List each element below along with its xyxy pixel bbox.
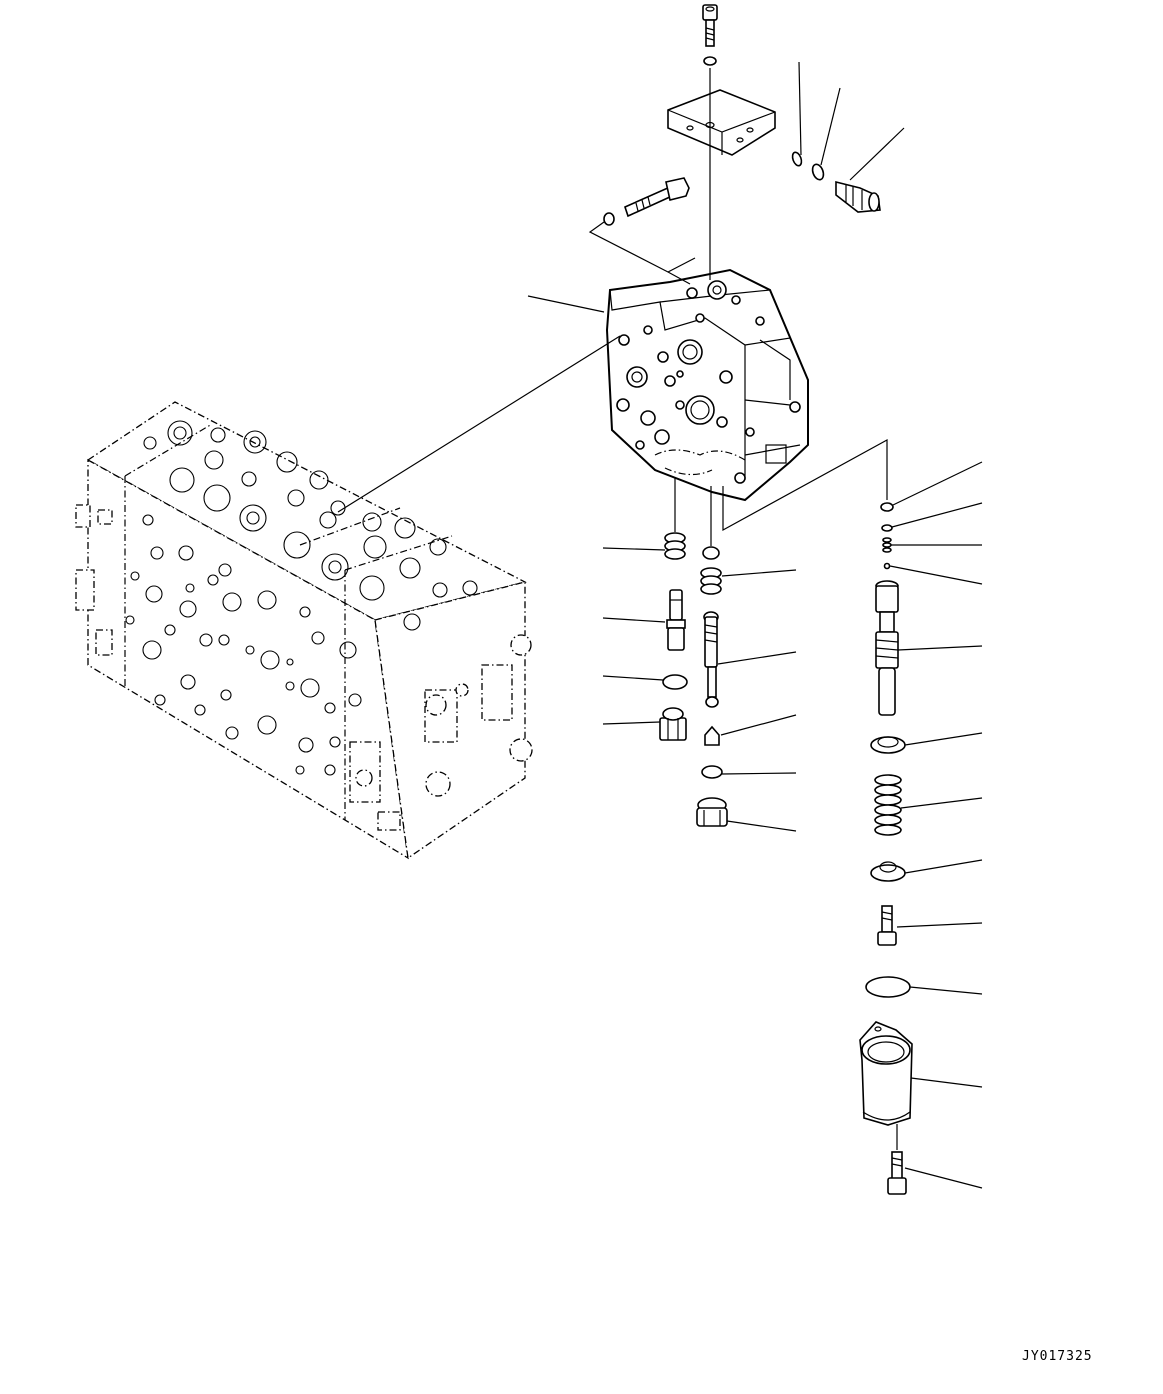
return-spring	[874, 774, 902, 836]
o-ring	[791, 151, 803, 167]
bolt	[877, 905, 897, 946]
stack-front-ports	[125, 514, 362, 776]
spring	[700, 567, 722, 595]
cap-bolt	[887, 1151, 907, 1195]
plug-small	[880, 502, 894, 512]
spring	[664, 532, 686, 560]
o-ring-large	[865, 976, 911, 998]
valve-spool	[666, 589, 686, 651]
left-check-valve-parts	[659, 532, 688, 741]
spring-seat	[702, 546, 720, 560]
o-ring	[881, 524, 893, 532]
main-spool-parts	[859, 502, 913, 1195]
washer	[703, 56, 717, 66]
cap-screw	[702, 4, 718, 47]
spool-cap	[859, 1021, 913, 1126]
plug	[659, 707, 687, 741]
washer	[603, 212, 615, 226]
o-ring	[701, 765, 723, 779]
spring-small	[882, 537, 892, 553]
pressure-sensor	[835, 180, 881, 213]
assembly-center-lines	[337, 68, 898, 1150]
valve-section-body	[605, 268, 809, 502]
spring-retainer	[870, 736, 906, 754]
drawing-code: JY017325	[1022, 1349, 1093, 1364]
plug	[696, 797, 728, 827]
bolt	[624, 177, 690, 218]
o-ring	[662, 674, 688, 690]
stack-top-ports	[143, 420, 478, 631]
main-spool	[875, 580, 899, 716]
leader-lines	[527, 61, 983, 1189]
spring-retainer	[870, 861, 906, 882]
cover-plate	[667, 89, 776, 156]
valve-spool	[703, 611, 719, 708]
o-ring	[811, 163, 825, 181]
top-cover-group	[603, 4, 881, 226]
ball	[883, 562, 891, 570]
center-check-valve-parts	[696, 546, 728, 827]
poppet	[704, 725, 720, 746]
control-valve-stack-phantom	[75, 401, 533, 860]
